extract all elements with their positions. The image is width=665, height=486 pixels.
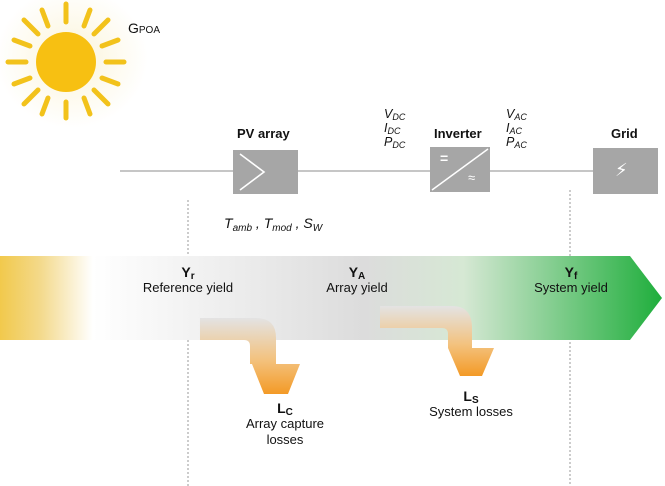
- ac-var-sub: AC: [509, 126, 522, 136]
- ac-var-sub: AC: [514, 112, 527, 122]
- environment-variables: Tamb , Tmod , SW: [224, 215, 323, 234]
- irradiance-sub: POA: [138, 25, 161, 36]
- final-yield-sub: f: [574, 271, 578, 282]
- yield-arrow: [0, 256, 662, 340]
- ac-var-base: V: [506, 107, 515, 121]
- system-loss-symbol: L: [463, 388, 472, 404]
- grid-block: [593, 148, 658, 194]
- dc-var-sub: DC: [392, 140, 406, 150]
- final-yield-symbol: Y: [564, 264, 574, 280]
- array-capture-losses: LC Array capture losses: [230, 400, 340, 448]
- array-yield-symbol: Y: [348, 264, 359, 280]
- reference-yield-label: Reference yield: [142, 280, 234, 295]
- dc-variables: VDC IDC PDC: [384, 107, 406, 151]
- final-yield-label: System yield: [534, 280, 608, 295]
- system-losses: LS System losses: [416, 388, 526, 420]
- pv-array-block: [233, 150, 298, 194]
- ac-var-sub: AC: [514, 140, 527, 150]
- array-yield-sub: A: [358, 271, 366, 282]
- ac-var-base: I: [506, 121, 510, 135]
- inverter-label: Inverter: [434, 126, 482, 141]
- ac-var-base: P: [506, 135, 515, 149]
- sun-icon: [0, 0, 148, 128]
- system-loss-label: System losses: [429, 404, 513, 419]
- env-var-sub: mod: [272, 223, 292, 234]
- reference-yield-symbol: Y: [181, 264, 191, 280]
- env-var-base: S: [303, 215, 313, 231]
- reference-yield: Yr Reference yield: [128, 264, 248, 296]
- ac-variables: VAC IAC PAC: [506, 107, 527, 151]
- system-loss-arrow: [380, 306, 494, 376]
- dc-var-sub: DC: [392, 112, 406, 122]
- irradiance-base: G: [128, 20, 139, 36]
- inverter-ac-symbol: ≈: [468, 170, 476, 185]
- dc-var-base: P: [384, 135, 393, 149]
- grid-label: Grid: [611, 126, 638, 141]
- system-loss-sub: S: [471, 395, 479, 406]
- dc-var-base: V: [384, 107, 393, 121]
- array-capture-loss-arrow: [200, 318, 300, 394]
- reference-yield-sub: r: [190, 271, 195, 282]
- capture-loss-sub: C: [285, 407, 293, 418]
- env-var-sub: amb: [232, 223, 253, 234]
- pv-array-label: PV array: [237, 126, 290, 141]
- lightning-icon: ⚡: [615, 160, 628, 180]
- inverter-dc-symbol: =: [440, 150, 449, 166]
- env-var-base: T: [224, 215, 233, 231]
- env-var-base: T: [263, 215, 273, 231]
- final-yield: Yf System yield: [518, 264, 624, 296]
- capture-loss-label-line1: Array capture: [245, 416, 325, 431]
- array-yield-label: Array yield: [326, 280, 388, 295]
- dc-var-sub: DC: [387, 126, 401, 136]
- dc-var-base: I: [384, 121, 388, 135]
- capture-loss-label-line2: losses: [266, 432, 304, 447]
- capture-loss-symbol: L: [277, 400, 286, 416]
- inverter-block: [430, 147, 490, 192]
- irradiance-label: GPOA: [128, 20, 160, 36]
- array-yield: YA Array yield: [302, 264, 412, 296]
- env-var-sub: W: [312, 223, 323, 234]
